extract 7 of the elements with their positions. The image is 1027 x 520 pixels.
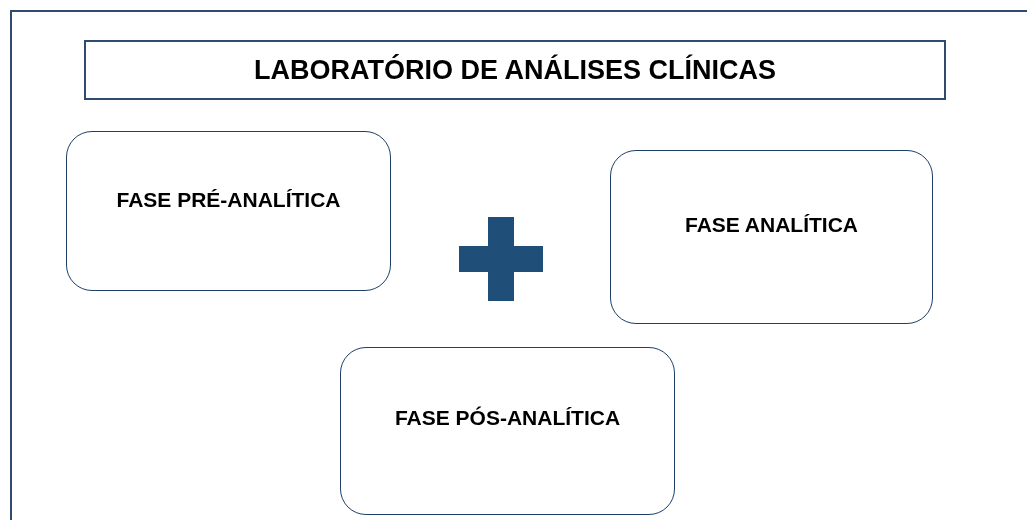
- phase-box: [66, 131, 391, 291]
- phase-label: FASE ANALÍTICA: [683, 213, 860, 237]
- phase-label: FASE PÓS-ANALÍTICA: [393, 406, 622, 430]
- phase-box: [340, 347, 675, 515]
- title-box: LABORATÓRIO DE ANÁLISES CLÍNICAS: [84, 40, 946, 100]
- phase-label: FASE PRÉ-ANALÍTICA: [115, 188, 342, 212]
- phase-box: [610, 150, 933, 324]
